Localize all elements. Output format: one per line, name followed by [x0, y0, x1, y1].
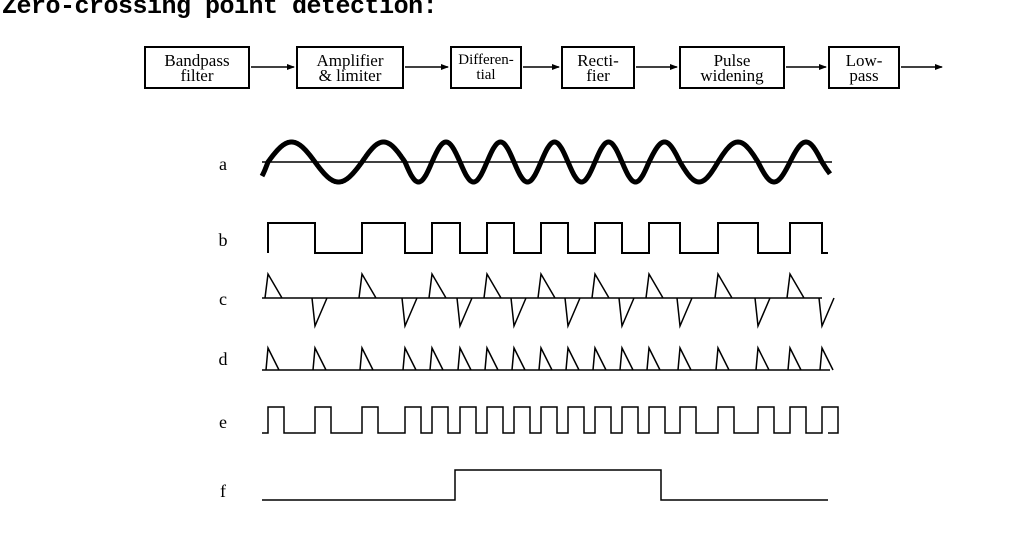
signal-a-sine — [259, 139, 833, 185]
block-label-line2: tial — [476, 66, 496, 83]
block-label-line2: & limiter — [318, 65, 382, 85]
signal-label-a: a — [219, 154, 227, 174]
block-label-line1: Amplifier — [316, 50, 384, 70]
block-label-line1: Recti- — [577, 50, 619, 70]
block-label-line1: Pulse — [713, 50, 751, 70]
page-title: Zero-crossing point detection: — [2, 0, 438, 21]
block-label-line1: Differen- — [458, 51, 514, 68]
rectifier-block: Recti- fier — [561, 46, 635, 89]
signal-e-widened-pulses — [262, 406, 839, 434]
signal-label-e: e — [219, 412, 227, 432]
signal-d-rectified — [262, 345, 834, 371]
signal-label-f: f — [220, 481, 226, 501]
pulse-widening-block: Pulse widening — [679, 46, 785, 89]
signal-c-differential — [262, 271, 835, 329]
signal-label-b: b — [218, 230, 228, 250]
block-label-line2: widening — [700, 65, 764, 85]
block-label-line2: fier — [586, 65, 610, 85]
block-label-line1: Bandpass — [164, 50, 230, 70]
block-label-line2: pass — [849, 65, 879, 85]
signal-label-d: d — [218, 349, 228, 369]
differential-block: Differen- tial — [450, 46, 522, 89]
bandpass-filter-block: Bandpass filter — [144, 46, 250, 89]
signal-label-c: c — [219, 289, 227, 309]
amplifier-limiter-block: Amplifier & limiter — [296, 46, 404, 89]
lowpass-block: Low- pass — [828, 46, 900, 89]
signal-f-lowpass — [262, 469, 828, 501]
signal-b-square — [267, 222, 828, 254]
block-label-line2: filter — [180, 65, 214, 85]
block-label-line1: Low- — [845, 50, 883, 70]
